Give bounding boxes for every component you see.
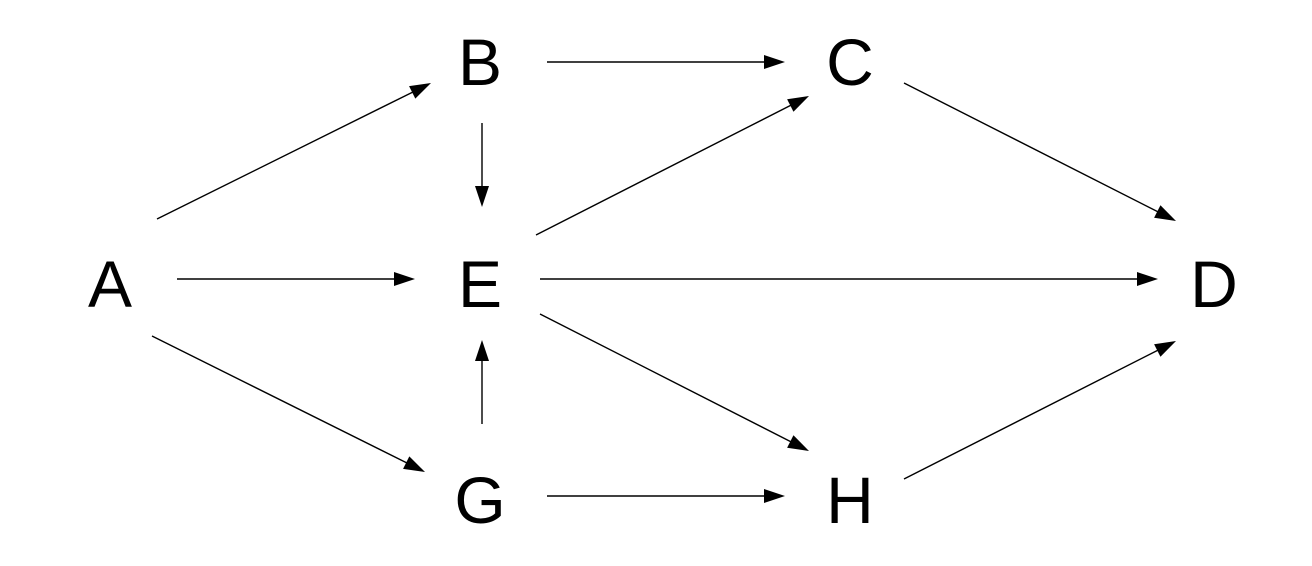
arrowhead-icon: [1154, 341, 1176, 357]
edge-a-to-g: [151, 335, 425, 472]
arrowhead-icon: [1154, 205, 1176, 221]
edge-b-to-c: [547, 55, 785, 69]
edge-line: [903, 348, 1160, 480]
nodes-layer: A B C D E G H: [88, 25, 1238, 537]
arrowhead-icon: [403, 456, 425, 472]
node-b: B: [458, 25, 502, 99]
arrowhead-icon: [787, 435, 809, 451]
edge-h-to-d: [903, 341, 1176, 480]
edge-e-to-d: [540, 272, 1158, 286]
edge-a-to-e: [177, 272, 415, 286]
edges-layer: [151, 55, 1176, 503]
arrowhead-icon: [1137, 272, 1158, 286]
edge-e-to-h: [539, 313, 809, 451]
arrowhead-icon: [787, 96, 809, 112]
arrowhead-icon: [764, 55, 785, 69]
arrowhead-icon: [394, 272, 415, 286]
arrowhead-icon: [475, 340, 489, 361]
edge-line: [535, 103, 793, 236]
arrowhead-icon: [409, 83, 431, 99]
edge-e-to-c: [535, 96, 809, 236]
node-g: G: [454, 463, 505, 537]
node-c: C: [826, 25, 874, 99]
edge-line: [151, 335, 409, 465]
node-a: A: [88, 247, 132, 321]
node-h: H: [826, 463, 874, 537]
edge-b-to-e: [475, 123, 489, 207]
edge-line: [903, 82, 1160, 214]
arrowhead-icon: [475, 186, 489, 207]
edge-c-to-d: [903, 82, 1176, 221]
edge-g-to-h: [547, 489, 785, 503]
arrowhead-icon: [764, 489, 785, 503]
edge-line: [156, 90, 415, 220]
edge-g-to-e: [475, 340, 489, 424]
edge-a-to-b: [156, 83, 431, 220]
node-d: D: [1190, 247, 1238, 321]
edge-line: [539, 313, 793, 444]
node-e: E: [458, 247, 502, 321]
